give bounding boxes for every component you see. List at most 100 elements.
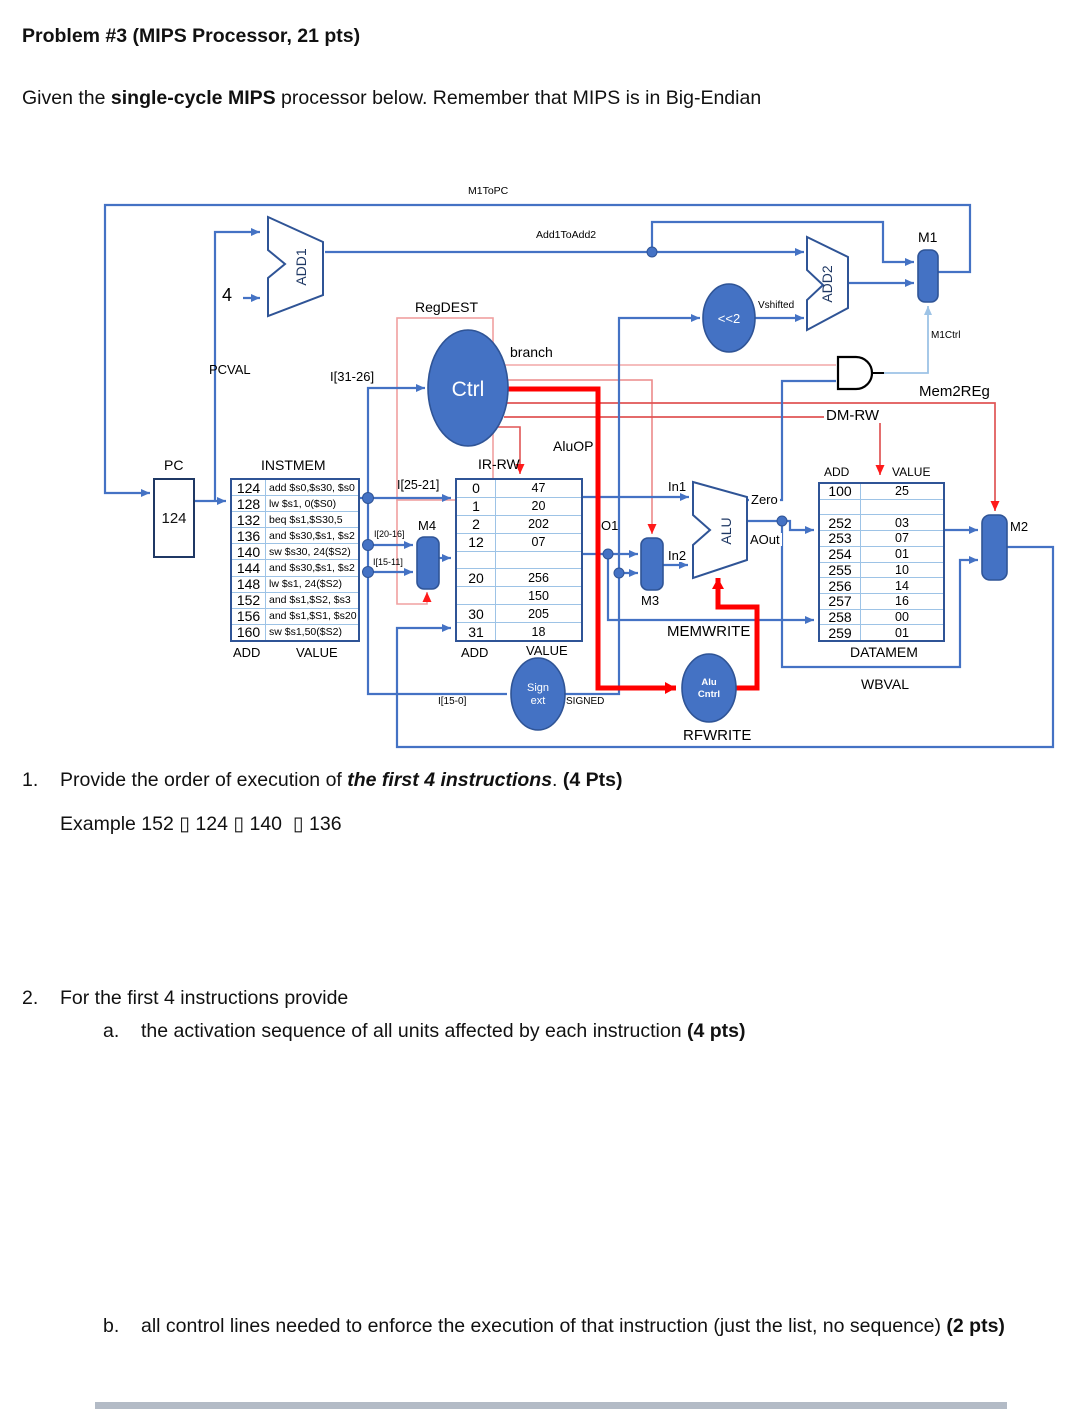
cell-add: 12 (457, 533, 496, 551)
cell-add: 252 (820, 515, 861, 531)
q1-example: Example 152 ▯ 124 ▯ 140 ▯ 136 (60, 813, 342, 835)
label-datamem-add: ADD (824, 465, 850, 479)
pc-value: 124 (161, 509, 187, 527)
cell-add (820, 499, 861, 515)
function-unit-labels: ADD1 ADD2 ALU (293, 248, 835, 544)
mem2reg-wire (504, 402, 1000, 511)
cell-value (496, 552, 581, 569)
cell-add: 136 (232, 528, 266, 544)
q2b-points: (2 pts) (946, 1315, 1005, 1337)
page-edge (95, 1402, 1007, 1409)
label-i150: I[15-0] (438, 696, 467, 707)
intro-bold: single-cycle MIPS (110, 87, 276, 109)
label-m1: M1 (918, 229, 938, 245)
cell-add: 140 (232, 544, 266, 560)
mux-m3 (640, 537, 664, 591)
irrw-wire (494, 426, 525, 474)
cell-value: and $s30,$s1, $s2 (269, 529, 355, 542)
label-regdest: RegDEST (415, 299, 479, 315)
aluop-path (506, 386, 760, 694)
add2-adder (806, 235, 849, 332)
cell-value (861, 500, 943, 515)
label-aout: AOut (748, 532, 782, 547)
m1topc-wire (103, 203, 972, 497)
cell-add: 124 (232, 480, 266, 496)
label-const4: 4 (222, 285, 233, 305)
q2a-points: (4 pts) (686, 1020, 746, 1042)
oval-unit-labels: Ctrl <<2 Sign ext Alu Cntrl (452, 311, 741, 707)
aout-wire (747, 519, 814, 534)
label-regfile-add: ADD (461, 645, 489, 660)
label-instmem-add: ADD (233, 645, 261, 660)
question-1-number: 1. (22, 769, 39, 791)
alucntrl-out-wire (712, 578, 760, 691)
cell-value: 18 (531, 624, 546, 639)
label-signed: SIGNED (566, 696, 605, 707)
mux-m4 (416, 536, 440, 590)
question-2: For the first 4 instructions provide (60, 987, 349, 1009)
cell-value: lw $s1, 0($S0) (269, 497, 337, 510)
label-rfwrite: RFWRITE (683, 727, 752, 744)
label-dmrw: DM-RW (824, 407, 882, 424)
q2b: all control lines needed to enforce the … (141, 1314, 1041, 1340)
label-datamem-value: VALUE (892, 465, 931, 479)
shl2-label: <<2 (718, 311, 740, 326)
cell-add: 30 (457, 605, 496, 623)
signext-unit (510, 657, 566, 731)
cell-add: 128 (232, 496, 266, 512)
cell-add: 1 (457, 497, 496, 515)
q1-dot: . (552, 769, 563, 791)
cell-add: 256 (820, 578, 861, 594)
q2b-text: all control lines needed to enforce the … (141, 1315, 947, 1337)
cell-add: 144 (232, 560, 266, 576)
intro-prefix: Given the (22, 87, 111, 109)
table-row: 12 07 (457, 532, 581, 551)
page-title: Problem #3 (MIPS Processor, 21 pts) (22, 25, 361, 47)
table-row: 150 (457, 586, 581, 605)
label-irrw: IR-RW (478, 456, 520, 472)
cell-add: 31 (457, 623, 496, 641)
alucntrl-label-2: Cntrl (698, 689, 720, 700)
cell-value: 256 (528, 570, 549, 585)
label-mem2reg: Mem2REg (917, 383, 992, 400)
cell-value: 20 (531, 499, 546, 514)
cell-value: 25 (895, 484, 909, 499)
pcval-wire (213, 228, 260, 501)
branch-and-gate (836, 355, 884, 391)
table-row (820, 498, 943, 515)
label-i3126: I[31-26] (328, 369, 377, 384)
question-2-number: 2. (22, 987, 39, 1009)
instr-i3126-wire (366, 384, 425, 498)
ctrl-label: Ctrl (452, 378, 485, 401)
cell-add: 0 (457, 480, 496, 497)
cell-add: 160 (232, 624, 266, 640)
cell-value: 10 (895, 562, 909, 577)
alucntrl-label-1: Alu (701, 677, 717, 688)
label-o1: O1 (601, 518, 619, 533)
label-instmem-value: VALUE (296, 645, 338, 660)
function-units (267, 215, 849, 580)
label-add1toadd2: Add1ToAdd2 (536, 229, 597, 241)
cell-value: 205 (528, 606, 549, 621)
table-row: 31 18 (457, 622, 581, 641)
ctrl-unit (427, 329, 509, 447)
label-branch: branch (510, 344, 553, 360)
pc-register: 124 (153, 478, 195, 558)
cell-value: 07 (531, 535, 546, 550)
label-aluop: AluOP (551, 438, 596, 454)
question-1: Provide the order of execution of the fi… (60, 768, 623, 794)
label-pc: PC (164, 457, 184, 473)
aout-bypass-wire (780, 521, 978, 669)
